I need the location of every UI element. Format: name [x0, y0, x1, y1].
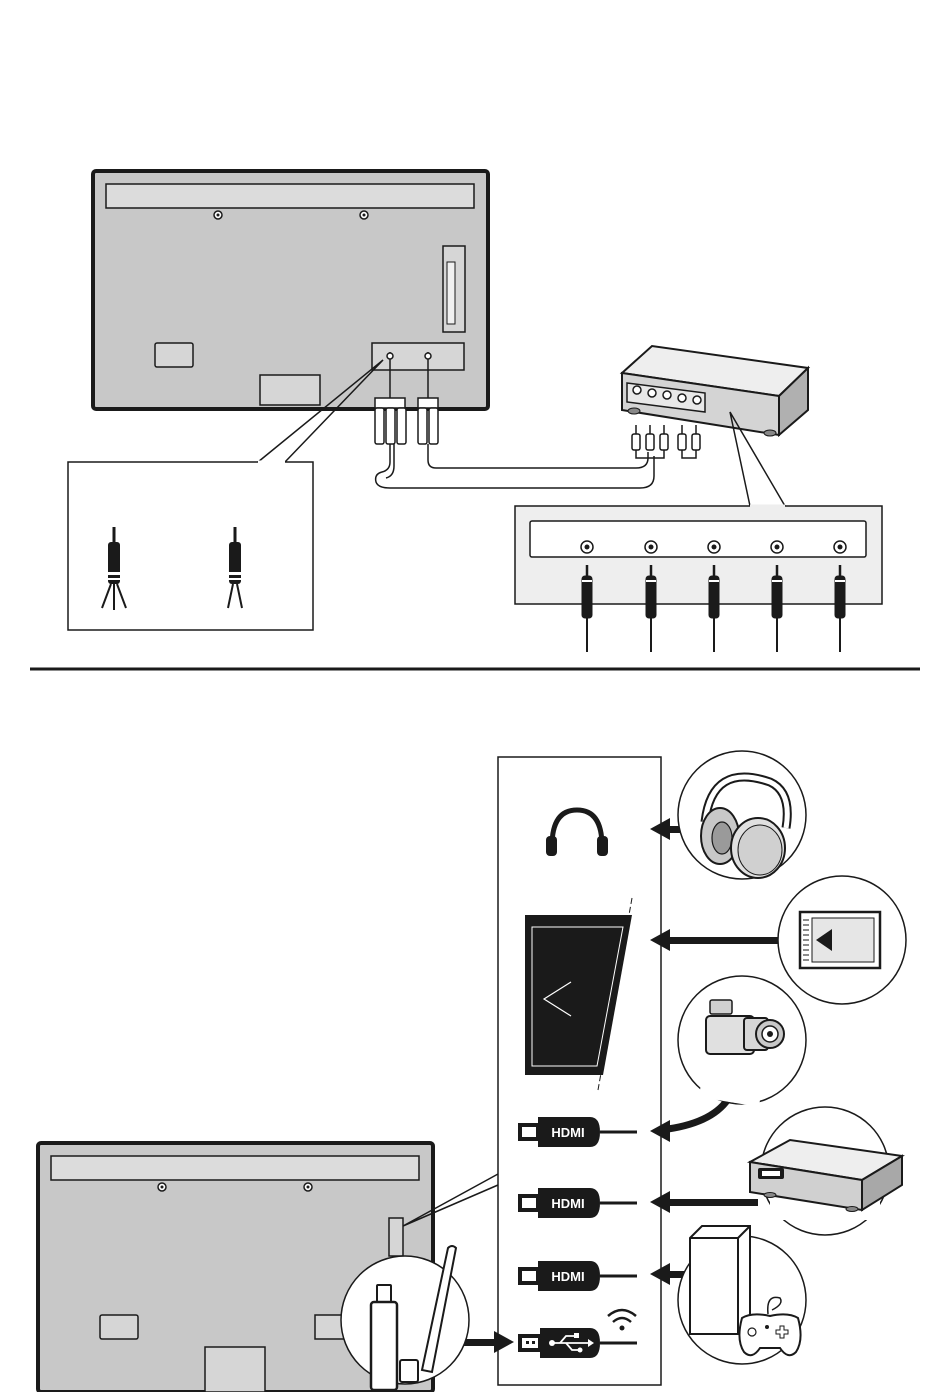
rca-plug [835, 565, 845, 652]
hdmi-label-1: HDMI [551, 1125, 584, 1140]
game-console-icon [678, 1226, 806, 1364]
rca-jack [771, 541, 783, 553]
camcorder-icon [678, 976, 806, 1104]
rca-plug [709, 565, 719, 652]
av-device [622, 346, 808, 436]
av-cables [376, 444, 654, 488]
hdmi-label-2: HDMI [551, 1196, 584, 1211]
rca-jack [834, 541, 846, 553]
arrow-camcorder [650, 1096, 730, 1142]
rca-plug [646, 565, 656, 652]
rca-plugs-device [632, 425, 700, 458]
ci-card-icon [778, 876, 906, 1004]
rca-jack [581, 541, 593, 553]
rca-jack [645, 541, 657, 553]
headphones-icon [678, 751, 806, 879]
hdmi-label-3: HDMI [551, 1269, 584, 1284]
arrow-ci-card [650, 929, 782, 951]
side-port-area [389, 1218, 403, 1256]
av-port-area [372, 343, 464, 370]
rca-jack [708, 541, 720, 553]
top-section [68, 171, 882, 652]
set-top-box-icon [750, 1107, 902, 1235]
side-connector-panel: HDMI HDMI HDMI [498, 757, 661, 1385]
arrow-set-top-box [650, 1191, 758, 1213]
rca-plug [582, 565, 592, 652]
rca-plug [772, 565, 782, 652]
bottom-section: HDMI HDMI HDMI [38, 751, 906, 1392]
